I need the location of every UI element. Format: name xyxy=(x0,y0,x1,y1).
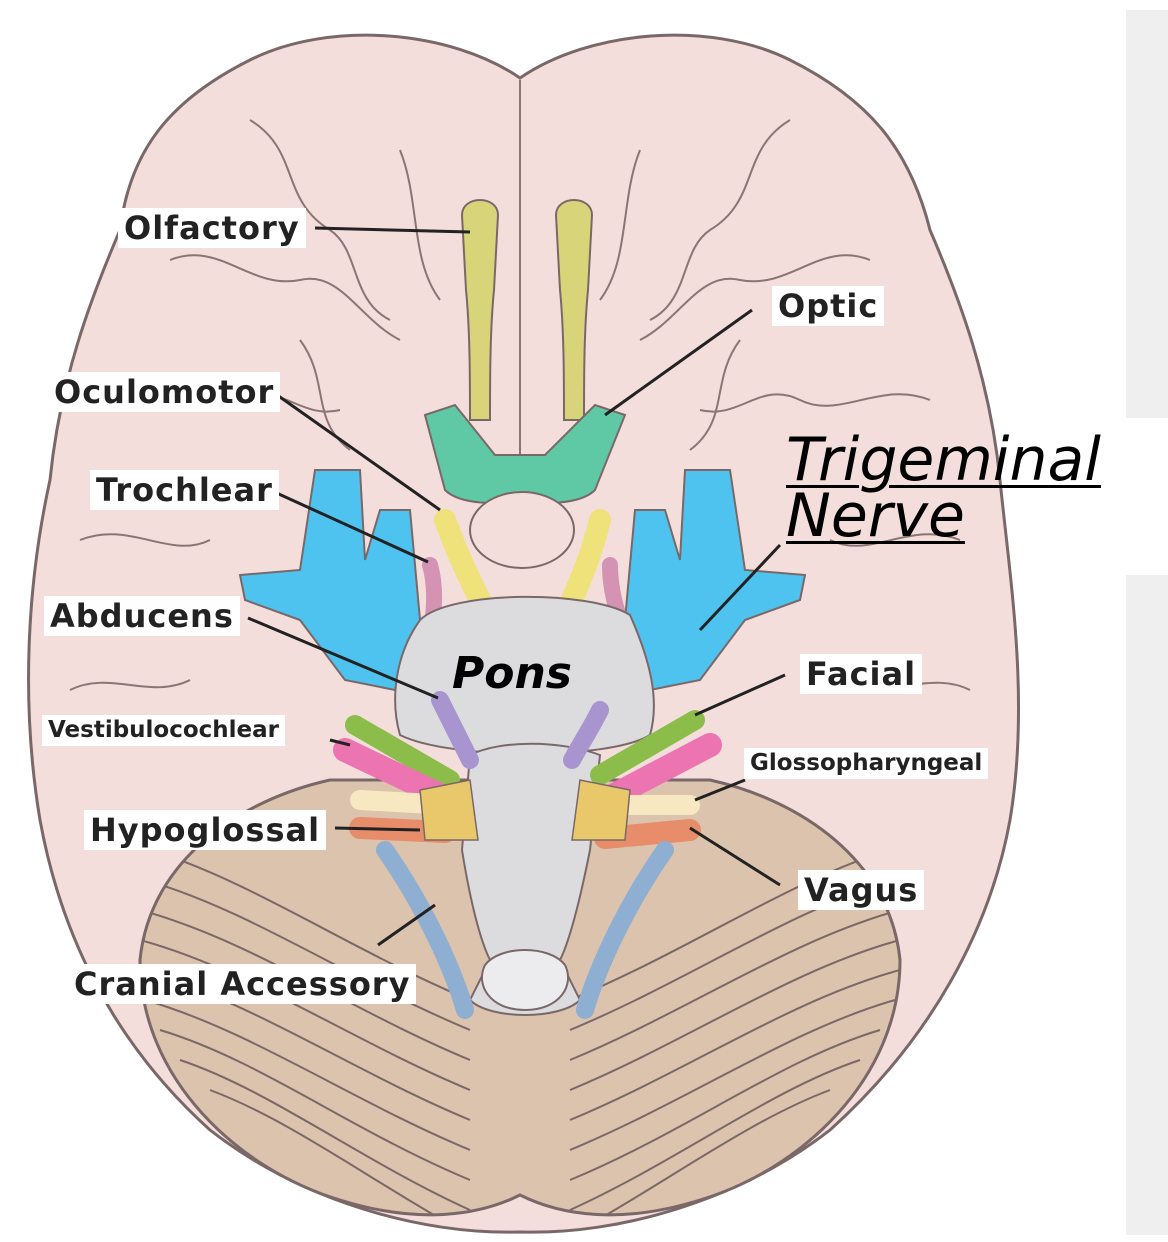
rootlets-left xyxy=(420,780,478,840)
label-cranial-accessory: Cranial Accessory xyxy=(68,964,416,1004)
label-glossopharyngeal: Glossopharyngeal xyxy=(744,748,988,779)
label-hypoglossal: Hypoglossal xyxy=(84,810,326,850)
label-oculomotor: Oculomotor xyxy=(48,372,280,412)
label-trigeminal-line2: Nerve xyxy=(786,488,1101,544)
label-optic: Optic xyxy=(772,286,884,326)
label-facial: Facial xyxy=(800,654,922,694)
rootlets-right xyxy=(572,780,630,840)
spinal-cord-section xyxy=(482,950,568,1010)
label-vestibulocochlear: Vestibulocochlear xyxy=(42,715,285,746)
label-olfactory: Olfactory xyxy=(118,208,306,248)
label-trochlear: Trochlear xyxy=(90,470,279,510)
label-vagus: Vagus xyxy=(798,870,924,910)
label-trigeminal-line1: Trigeminal xyxy=(786,432,1101,488)
label-trigeminal-nerve: Trigeminal Nerve xyxy=(786,432,1101,544)
label-pons: Pons xyxy=(452,648,572,699)
side-panel-top xyxy=(1126,10,1168,418)
label-abducens: Abducens xyxy=(44,596,240,636)
side-panel-bottom xyxy=(1126,575,1168,1235)
pituitary-stalk xyxy=(470,492,574,568)
